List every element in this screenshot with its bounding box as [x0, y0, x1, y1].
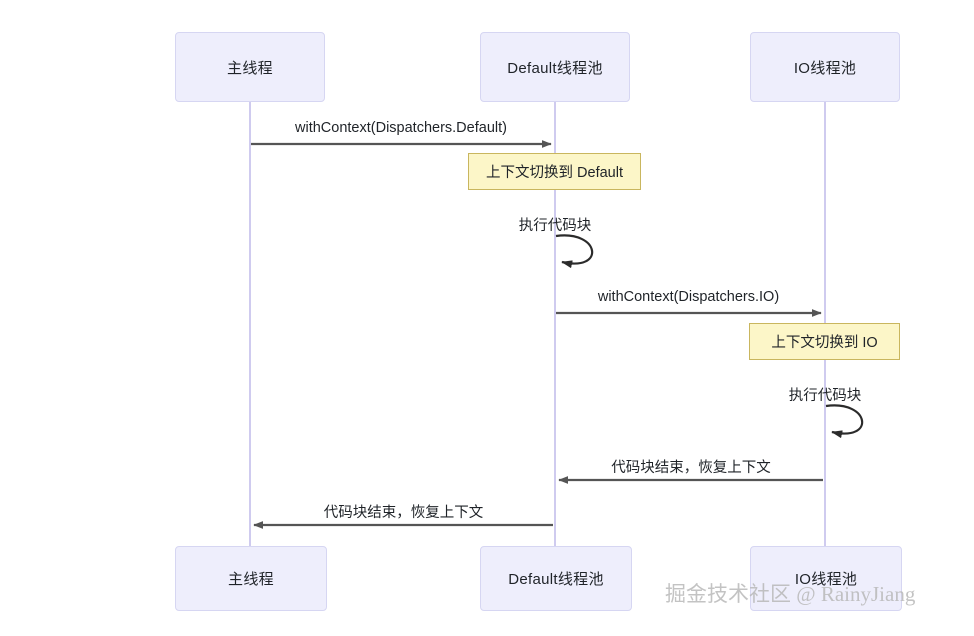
lifeline-default	[554, 101, 556, 551]
participant-label: 主线程	[228, 571, 274, 588]
participant-label: Default线程池	[507, 59, 603, 77]
participant-default-top[interactable]: Default线程池	[480, 32, 630, 102]
participant-io-top[interactable]: IO线程池	[750, 32, 900, 102]
message-label-withcontext-default: withContext(Dispatchers.Default)	[295, 120, 507, 136]
participant-label: IO线程池	[794, 571, 858, 588]
note-context-switch-default: 上下文切换到 Default	[468, 153, 641, 190]
participant-label: Default线程池	[508, 571, 604, 588]
message-arrow-self-execute-default	[555, 234, 594, 269]
lifeline-main	[249, 101, 251, 551]
note-context-switch-io: 上下文切换到 IO	[749, 323, 900, 360]
watermark-text: 掘金技术社区 @ RainyJiang	[665, 582, 916, 606]
message-label-self-execute-default: 执行代码块	[518, 218, 592, 234]
message-label-return-default-main: 代码块结束，恢复上下文	[323, 505, 484, 521]
participant-label: IO线程池	[793, 59, 857, 77]
note-label: 上下文切换到 Default	[486, 165, 623, 181]
message-label-self-execute-io: 执行代码块	[788, 388, 862, 404]
message-label-withcontext-io: withContext(Dispatchers.IO)	[597, 289, 780, 305]
note-label: 上下文切换到 IO	[771, 335, 878, 351]
message-arrow-self-execute-io	[825, 404, 864, 439]
message-label-return-io-default: 代码块结束，恢复上下文	[611, 460, 771, 476]
participant-default-bottom[interactable]: Default线程池	[480, 546, 632, 611]
participant-label: 主线程	[227, 59, 273, 77]
participant-main-top[interactable]: 主线程	[175, 32, 325, 102]
participant-main-bottom[interactable]: 主线程	[175, 546, 327, 611]
participant-io-bottom[interactable]: IO线程池	[750, 546, 902, 611]
